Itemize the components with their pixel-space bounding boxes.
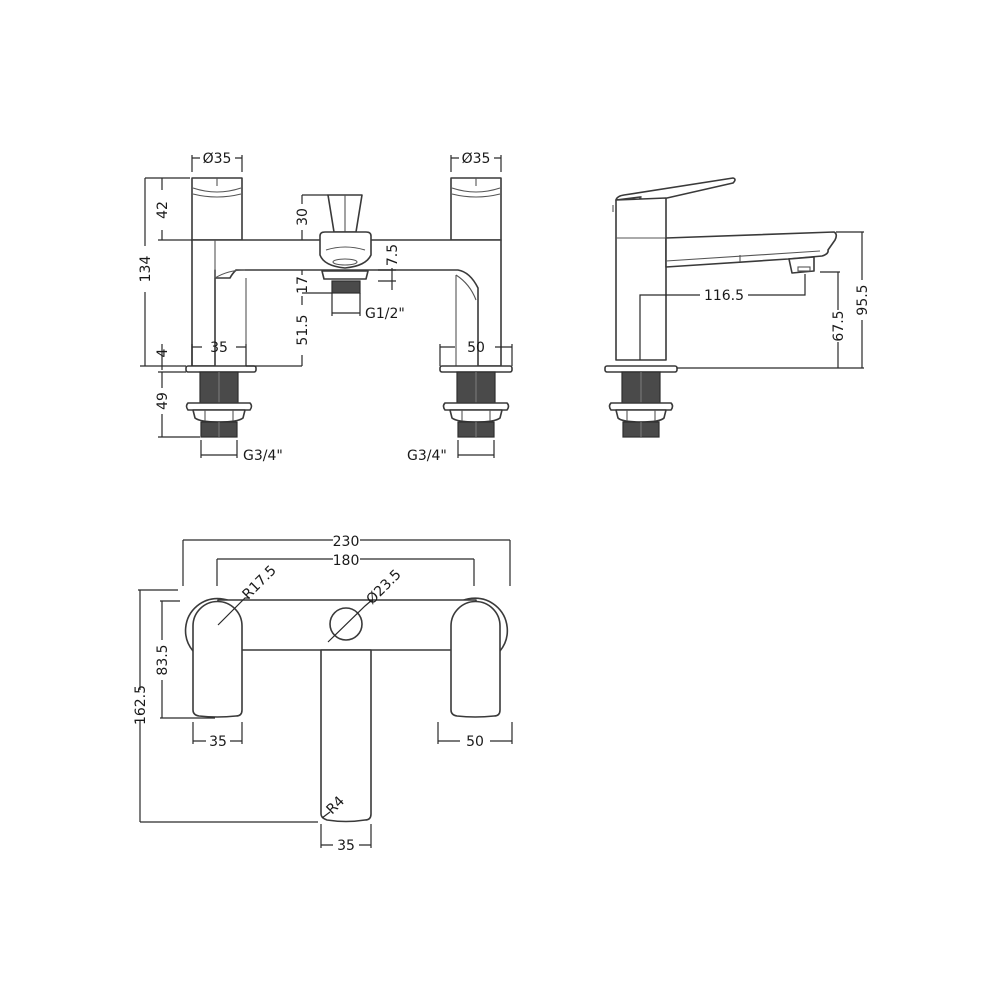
spout-top-height-label: 95.5 (855, 284, 871, 315)
diverter-height-label: 30 (295, 208, 311, 226)
plan-left-handle (192, 600, 243, 718)
front-dimensions (140, 155, 513, 458)
handle-depth-label: 83.5 (155, 644, 171, 675)
left-base-width-label: 35 (210, 340, 228, 356)
plan-spout (320, 649, 372, 823)
left-handle-width-label: 35 (209, 734, 227, 750)
side-elevation-view: 116.5 67.5 95.5 (604, 177, 871, 438)
shower-outlet-thread-label: G1/2" (365, 306, 405, 322)
spout-clearance-label: 51.5 (295, 314, 311, 345)
right-handle-diameter-label: Ø35 (462, 151, 491, 167)
spout-reach-label: 116.5 (704, 288, 744, 304)
plan-dimensions (138, 539, 513, 848)
right-base-width-label: 50 (467, 340, 485, 356)
side-dimensions (639, 231, 864, 369)
left-tail (185, 371, 253, 438)
shower-outlet-thread (331, 280, 361, 294)
spout-width-label: 35 (337, 838, 355, 854)
handle-radius-label: R17.5 (240, 563, 280, 603)
diverter-offset-label: 7.5 (385, 244, 401, 266)
overall-depth-label: 162.5 (133, 685, 149, 725)
outlet-height-label: 17 (295, 276, 311, 294)
overall-height-label: 134 (138, 256, 154, 283)
right-handle-width-label: 50 (466, 734, 484, 750)
plan-view: 230 180 R17.5 Ø23.5 83.5 162.5 35 50 R4 … (133, 534, 513, 854)
right-tail-thread-label: G3/4" (407, 448, 447, 464)
front-elevation-view: Ø35 Ø35 134 42 30 7.5 17 G1/2" 51.5 35 5… (138, 151, 513, 464)
side-outlet-height-label: 67.5 (831, 310, 847, 341)
right-handle (450, 177, 502, 241)
overall-width-label: 230 (333, 534, 360, 550)
handle-height-label: 42 (155, 201, 171, 219)
side-body (615, 197, 667, 361)
right-tail (442, 371, 510, 438)
left-handle (191, 177, 243, 241)
side-aerator (788, 256, 815, 274)
left-tail-thread-label: G3/4" (243, 448, 283, 464)
centres-label: 180 (333, 553, 360, 569)
plan-right-handle (450, 600, 501, 718)
diverter-knob (319, 194, 372, 280)
left-handle-diameter-label: Ø35 (203, 151, 232, 167)
tail-length-label: 49 (155, 392, 171, 410)
base-plate-label: 4 (155, 348, 171, 357)
